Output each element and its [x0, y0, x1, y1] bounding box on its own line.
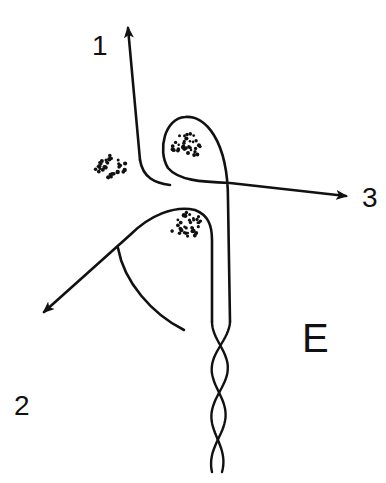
granule-dot: [197, 215, 200, 218]
granule-dot: [189, 140, 192, 143]
granule-dot: [186, 235, 189, 238]
granule-dot: [197, 221, 200, 224]
granule-dot: [196, 153, 200, 157]
granule-dot: [107, 157, 111, 161]
granule-dot: [178, 134, 181, 137]
granule-dot: [106, 175, 110, 179]
granule-dot: [183, 140, 186, 143]
granule-dot: [193, 150, 196, 153]
granule-dot: [174, 141, 177, 144]
granule-dot: [183, 231, 186, 234]
granule-dot: [192, 219, 195, 222]
granule-dot: [188, 213, 191, 216]
dot-clusters: [94, 132, 202, 238]
granule-dot: [117, 166, 120, 169]
granule-dot: [186, 151, 190, 155]
granule-dot: [176, 149, 180, 153]
granule-dot: [192, 153, 196, 157]
strand-line: [211, 322, 227, 472]
granule-dot: [177, 143, 180, 146]
arm-one: [128, 28, 140, 160]
granule-dot: [98, 167, 101, 170]
granule-dot: [177, 219, 180, 222]
callout-number: 3: [362, 184, 378, 212]
granule-dot: [176, 223, 180, 227]
granule-dot: [192, 141, 195, 144]
granule-dot: [197, 143, 201, 147]
granule-dot: [187, 232, 190, 235]
granule-dot: [123, 161, 127, 165]
figure-letter: E: [302, 318, 329, 358]
granule-dot: [189, 146, 192, 149]
granule-dot: [193, 234, 197, 238]
granule-dot: [106, 161, 109, 164]
granule-dot: [189, 221, 192, 224]
callout-number: 1: [92, 32, 108, 60]
granule-dot: [192, 134, 195, 137]
granule-dot: [185, 226, 188, 229]
granule-dot: [197, 225, 200, 228]
granule-dot: [171, 147, 175, 151]
granule-dot: [189, 132, 193, 136]
twisted-strand: [211, 322, 230, 472]
granule-dot: [172, 148, 176, 152]
granule-dot: [198, 144, 201, 147]
granule-dot: [102, 165, 106, 169]
granule-dot: [103, 165, 107, 169]
granule-dot: [191, 229, 195, 233]
granule-dot: [97, 170, 101, 174]
granule-dot: [117, 159, 120, 162]
granule-dot: [108, 154, 112, 158]
granule-dot: [116, 170, 120, 174]
granule-dot: [94, 168, 98, 172]
loop-and-arm-three: [163, 117, 346, 322]
granule-dot: [100, 159, 104, 163]
hook-line: [118, 248, 184, 330]
granule-dot: [185, 133, 189, 137]
callout-number: 2: [14, 392, 30, 420]
granule-dot: [179, 221, 183, 225]
granule-dot: [185, 211, 188, 214]
granule-dot: [184, 214, 188, 218]
arm-two: [44, 209, 212, 322]
granule-dot: [118, 165, 122, 169]
granule-dot: [184, 214, 188, 218]
granule-dot: [195, 218, 198, 221]
strand-line: [211, 322, 230, 472]
granule-dot: [105, 161, 108, 164]
granule-dot: [110, 172, 114, 176]
granule-dot: [122, 171, 125, 174]
granule-dot: [181, 145, 185, 149]
granule-dot: [178, 232, 182, 236]
granule-dot: [170, 229, 174, 233]
granule-dot: [194, 139, 197, 142]
granule-dot: [194, 147, 197, 150]
